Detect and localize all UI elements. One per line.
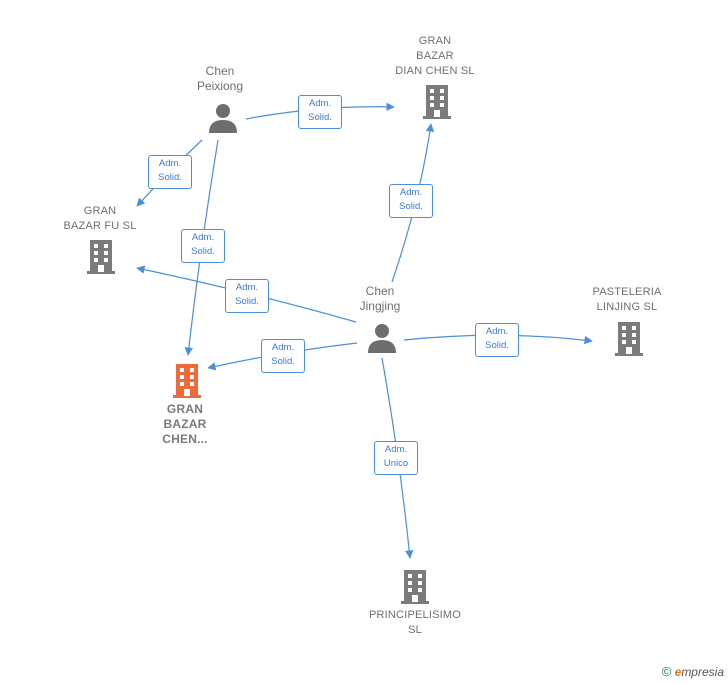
brand-footer: © empresia bbox=[662, 664, 724, 679]
building-icon[interactable] bbox=[399, 568, 431, 604]
person-label-chen-jingjing[interactable]: Chen Jingjing bbox=[340, 284, 420, 314]
building-icon[interactable] bbox=[85, 238, 117, 274]
edge-label-line: Solid. bbox=[158, 172, 182, 183]
person-icon[interactable] bbox=[366, 322, 398, 354]
edge-label-line: Adm. bbox=[485, 326, 509, 337]
company-label-gran-bazar-chen[interactable]: GRAN BAZAR CHEN... bbox=[135, 402, 235, 447]
label-line: Peixiong bbox=[196, 79, 244, 93]
label-line: GRAN bbox=[418, 35, 452, 47]
company-label-gran-bazar-fu[interactable]: GRAN BAZAR FU SL bbox=[50, 204, 150, 234]
company-label-principelisimo[interactable]: PRINCIPELISIMO SL bbox=[355, 608, 475, 638]
person-label-chen-peixiong[interactable]: Chen Peixiong bbox=[180, 64, 260, 94]
edge-label-line: Solid. bbox=[271, 356, 295, 367]
label-line: DIAN CHEN SL bbox=[395, 65, 475, 77]
edge-label-jingjing-chen: Adm. Solid. bbox=[261, 339, 305, 373]
edge-label-line: Solid. bbox=[399, 201, 423, 212]
label-line: CHEN... bbox=[162, 432, 208, 446]
company-label-pasteleria-linjing[interactable]: PASTELERIA LINJING SL bbox=[572, 285, 682, 315]
edge-label-line: Solid. bbox=[191, 246, 215, 257]
edge-label-line: Unico bbox=[383, 458, 409, 469]
brand-logo-text: mpresia bbox=[681, 665, 724, 679]
edge-label-jingjing-dianchen: Adm. Solid. bbox=[389, 184, 433, 218]
brand-logo-letter: e bbox=[674, 665, 682, 679]
label-line: BAZAR bbox=[416, 50, 454, 62]
edge-label-peixiong-chen: Adm. Solid. bbox=[181, 229, 225, 263]
building-icon[interactable] bbox=[421, 83, 453, 119]
edge-label-jingjing-pasteleria: Adm. Solid. bbox=[475, 323, 519, 357]
edge-label-line: Solid. bbox=[308, 112, 332, 123]
label-line: SL bbox=[408, 624, 422, 636]
label-line: GRAN bbox=[166, 402, 204, 416]
edge-label-peixiong-dianchen: Adm. Solid. bbox=[298, 95, 342, 129]
edge-label-line: Adm. bbox=[384, 444, 408, 455]
label-line: LINJING SL bbox=[596, 301, 658, 313]
edge-label-line: Solid. bbox=[485, 340, 509, 351]
edge-label-line: Adm. bbox=[308, 98, 332, 109]
label-line: PASTELERIA bbox=[592, 286, 662, 298]
edge-label-line: Adm. bbox=[235, 282, 259, 293]
label-line: BAZAR FU SL bbox=[63, 220, 137, 232]
label-line: GRAN bbox=[83, 205, 117, 217]
company-label-gran-bazar-dian-chen[interactable]: GRAN BAZAR DIAN CHEN SL bbox=[380, 34, 490, 79]
person-icon[interactable] bbox=[207, 102, 239, 134]
edge-label-line: Adm. bbox=[399, 187, 423, 198]
edge-label-jingjing-principelisimo: Adm. Unico bbox=[374, 441, 418, 475]
label-line: Chen bbox=[205, 64, 235, 78]
label-line: BAZAR bbox=[163, 417, 207, 431]
building-icon[interactable] bbox=[171, 362, 203, 398]
edge-label-line: Solid. bbox=[235, 296, 259, 307]
edge-label-line: Adm. bbox=[158, 158, 182, 169]
edge-label-line: Adm. bbox=[271, 342, 295, 353]
building-icon[interactable] bbox=[613, 320, 645, 356]
label-line: PRINCIPELISIMO bbox=[368, 609, 462, 621]
label-line: Chen bbox=[365, 284, 395, 298]
edge-label-peixiong-fu: Adm. Solid. bbox=[148, 155, 192, 189]
edge-label-line: Adm. bbox=[191, 232, 215, 243]
copyright-icon: © bbox=[661, 664, 672, 679]
edge-label-jingjing-fu: Adm. Solid. bbox=[225, 279, 269, 313]
label-line: Jingjing bbox=[359, 299, 401, 313]
